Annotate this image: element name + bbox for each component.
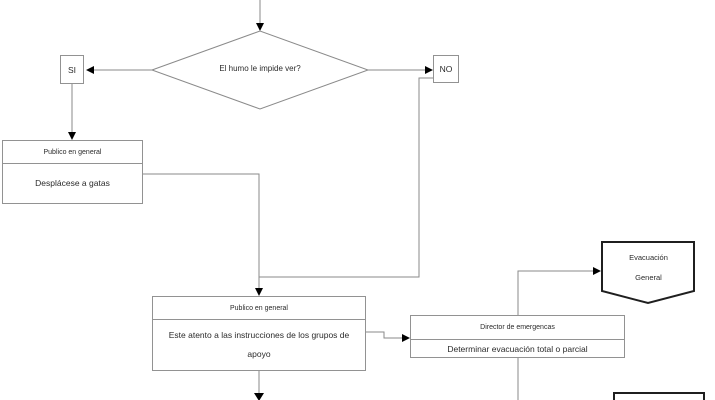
yes-label: SI (67, 64, 77, 75)
connector-director-to-offpage (517, 270, 594, 315)
process-box-instructions-body: Este atento a las instrucciones de los g… (168, 330, 350, 359)
arrowhead-into-offpage-icon (593, 267, 601, 275)
process-box-director-header: Director de emergencas (411, 316, 624, 340)
process-box-crawl-header: Publico en general (3, 141, 142, 164)
no-label: NO (439, 64, 453, 74)
connector-no-to-instructions (259, 77, 435, 278)
process-box-instructions: Publico en general Este atento a las ins… (152, 296, 366, 371)
decision-diamond (150, 30, 370, 110)
arrowhead-into-instructions-icon (255, 288, 263, 296)
arrowhead-into-yes-icon (86, 66, 94, 74)
arrowhead-into-no-icon (425, 66, 433, 74)
offpage-connector-shape (601, 241, 695, 305)
process-box-crawl: Publico en general Desplácese a gatas (2, 140, 143, 204)
arrowhead-into-crawl-icon (68, 132, 76, 140)
connector-instructions-to-director (366, 331, 403, 339)
connector-crawl-to-instructions (143, 173, 260, 289)
process-box-instructions-header: Publico en general (153, 297, 365, 320)
offpage-connector-label: Evacuación General (603, 248, 694, 288)
arrowhead-bottom-cut-icon (254, 393, 264, 400)
arrowhead-into-director-icon (402, 334, 410, 342)
process-box-crawl-body: Desplácese a gatas (35, 178, 110, 188)
process-box-director-body: Determinar evacuación total o parcial (447, 344, 588, 354)
offpage-label-line2: General (635, 273, 662, 282)
yes-box: SI (60, 55, 84, 84)
process-box-director: Director de emergencas Determinar evacua… (410, 315, 625, 358)
decision-label: El humo le impide ver? (219, 64, 301, 73)
no-box: NO (433, 55, 459, 83)
offpage-label-line1: Evacuación (629, 253, 668, 262)
arrowhead-into-decision-icon (256, 23, 264, 31)
partial-box-bottom (613, 392, 705, 400)
